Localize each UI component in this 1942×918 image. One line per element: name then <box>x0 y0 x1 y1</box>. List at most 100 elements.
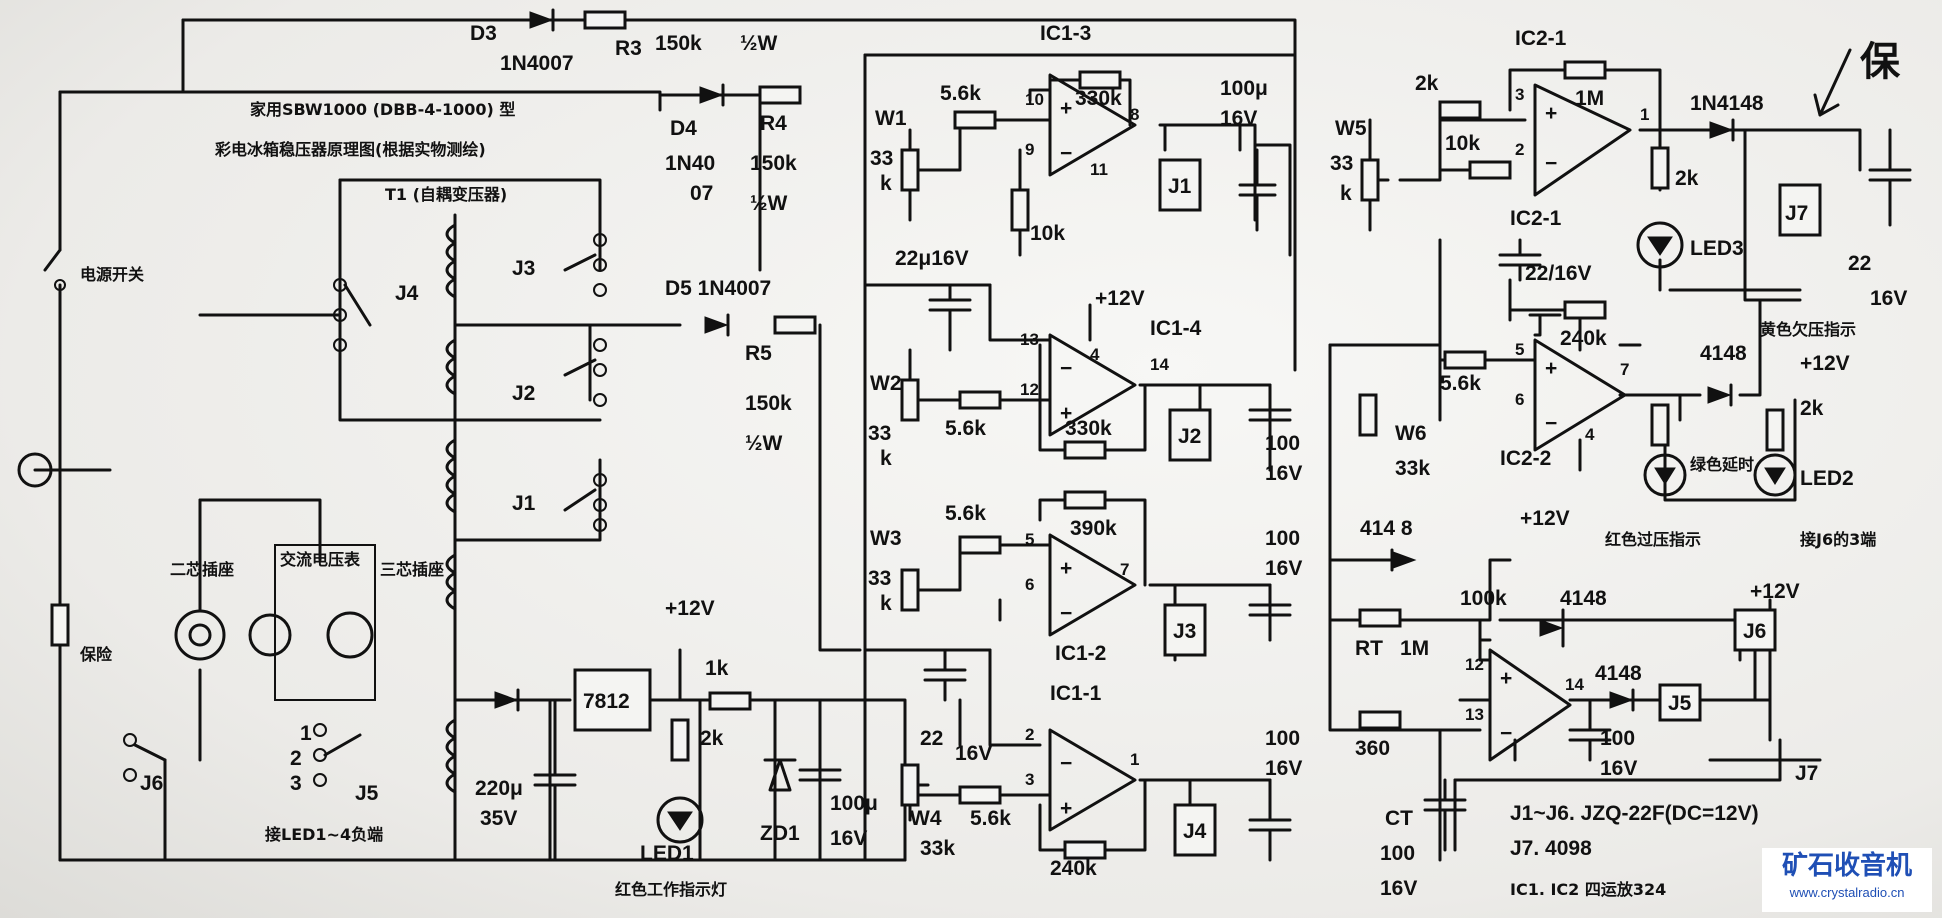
svg-text:13: 13 <box>1020 330 1039 349</box>
watermark-name: 矿石收音机 <box>1781 851 1912 881</box>
potentiometers <box>900 148 1390 807</box>
note-ics: IC1. IC2 四运放324 <box>1510 880 1666 899</box>
svg-text:11: 11 <box>1090 160 1108 179</box>
svg-text:J3: J3 <box>1173 620 1196 643</box>
svg-text:22μ16V: 22μ16V <box>895 247 969 270</box>
svg-text:4148: 4148 <box>1560 587 1607 610</box>
svg-text:1: 1 <box>300 722 312 745</box>
svg-text:J4: J4 <box>395 282 419 305</box>
svg-text:6: 6 <box>1025 575 1034 594</box>
svg-text:5: 5 <box>1515 340 1524 359</box>
handwritten-mark: 保 <box>1860 39 1901 85</box>
svg-text:D5 1N4007: D5 1N4007 <box>665 277 771 300</box>
svg-text:三芯插座: 三芯插座 <box>380 560 444 579</box>
svg-text:220μ: 220μ <box>475 777 523 800</box>
svg-text:33: 33 <box>870 147 893 170</box>
svg-text:100: 100 <box>1600 727 1635 750</box>
svg-text:+: + <box>1060 557 1072 580</box>
svg-text:1N40: 1N40 <box>665 152 715 175</box>
svg-text:14: 14 <box>1150 355 1169 374</box>
svg-text:5.6k: 5.6k <box>970 807 1011 830</box>
svg-text:2: 2 <box>1025 725 1034 744</box>
svg-text:16V: 16V <box>1265 557 1302 580</box>
svg-text:100: 100 <box>1265 727 1300 750</box>
svg-text:100k: 100k <box>1460 587 1507 610</box>
regulator-7812: 7812 <box>583 690 630 713</box>
svg-text:100: 100 <box>1380 842 1415 865</box>
svg-text:13: 13 <box>1465 705 1484 724</box>
svg-text:J3: J3 <box>512 257 535 280</box>
transformer-t1 <box>445 223 457 794</box>
svg-text:1M: 1M <box>1400 637 1429 660</box>
svg-text:100: 100 <box>1265 432 1300 455</box>
svg-text:9: 9 <box>1025 140 1034 159</box>
svg-text:T1 (自耦变压器): T1 (自耦变压器) <box>385 185 507 204</box>
svg-text:−: − <box>1060 142 1072 165</box>
svg-text:3: 3 <box>1515 85 1524 104</box>
svg-text:−: − <box>1500 722 1512 745</box>
svg-text:接J6的3端: 接J6的3端 <box>1800 530 1876 549</box>
svg-text:16V: 16V <box>1265 757 1302 780</box>
svg-text:LED1: LED1 <box>640 842 694 865</box>
svg-text:−: − <box>1545 152 1557 175</box>
svg-text:+12V: +12V <box>1750 580 1800 603</box>
note-relays: J1~J6. JZQ-22F(DC=12V) <box>1510 802 1759 825</box>
svg-text:+12V: +12V <box>1095 287 1145 310</box>
svg-text:电源开关: 电源开关 <box>80 265 144 284</box>
svg-text:2k: 2k <box>1415 72 1439 95</box>
svg-text:J1: J1 <box>1168 175 1192 198</box>
svg-text:IC2-1: IC2-1 <box>1515 27 1567 50</box>
svg-text:保险: 保险 <box>79 645 113 664</box>
svg-text:J6: J6 <box>1743 620 1766 643</box>
svg-text:+12V: +12V <box>1800 352 1850 375</box>
title-line-1: 家用SBW1000 (DBB-4-1000) 型 <box>250 100 515 119</box>
svg-text:+: + <box>1545 102 1557 125</box>
svg-text:W4: W4 <box>910 807 942 830</box>
svg-text:J7: J7 <box>1795 762 1818 785</box>
svg-text:½W: ½W <box>750 192 788 215</box>
svg-text:W5: W5 <box>1335 117 1367 140</box>
svg-text:33k: 33k <box>1395 457 1430 480</box>
svg-text:12: 12 <box>1020 380 1039 399</box>
svg-text:IC1-1: IC1-1 <box>1050 682 1102 705</box>
svg-text:12: 12 <box>1465 655 1484 674</box>
svg-text:07: 07 <box>690 182 713 205</box>
svg-text:240k: 240k <box>1050 857 1097 880</box>
note-j7: J7. 4098 <box>1510 837 1592 860</box>
relay-coils <box>573 158 1822 857</box>
svg-text:22: 22 <box>1848 252 1871 275</box>
svg-text:−: − <box>1060 752 1072 775</box>
svg-text:J7: J7 <box>1785 202 1808 225</box>
svg-text:绿色延时: 绿色延时 <box>1690 455 1754 474</box>
svg-text:100: 100 <box>1265 527 1300 550</box>
svg-text:CT: CT <box>1385 807 1413 830</box>
svg-text:2: 2 <box>1515 140 1524 159</box>
svg-text:16V: 16V <box>1600 757 1637 780</box>
svg-text:红色工作指示灯: 红色工作指示灯 <box>615 880 727 899</box>
svg-text:33: 33 <box>868 567 891 590</box>
svg-text:2k: 2k <box>1800 397 1824 420</box>
svg-text:W1: W1 <box>875 107 907 130</box>
svg-text:35V: 35V <box>480 807 517 830</box>
capacitors <box>533 128 1912 862</box>
svg-text:W2: W2 <box>870 372 902 395</box>
svg-text:接LED1~4负端: 接LED1~4负端 <box>265 825 383 844</box>
svg-text:22: 22 <box>920 727 943 750</box>
svg-text:3: 3 <box>290 772 302 795</box>
svg-text:+: + <box>1545 357 1557 380</box>
svg-text:330k: 330k <box>1075 87 1122 110</box>
svg-text:1k: 1k <box>705 657 729 680</box>
diodes <box>494 8 1735 792</box>
svg-text:10k: 10k <box>1030 222 1065 245</box>
svg-text:7: 7 <box>1620 360 1629 379</box>
svg-text:+: + <box>1500 667 1512 690</box>
svg-text:k: k <box>880 172 892 195</box>
svg-text:+: + <box>1060 97 1072 120</box>
svg-text:16V: 16V <box>1220 107 1257 130</box>
svg-text:W3: W3 <box>870 527 902 550</box>
svg-text:R3: R3 <box>615 37 642 60</box>
svg-text:J5: J5 <box>355 782 379 805</box>
svg-text:W6: W6 <box>1395 422 1427 445</box>
svg-text:RT: RT <box>1355 637 1383 660</box>
